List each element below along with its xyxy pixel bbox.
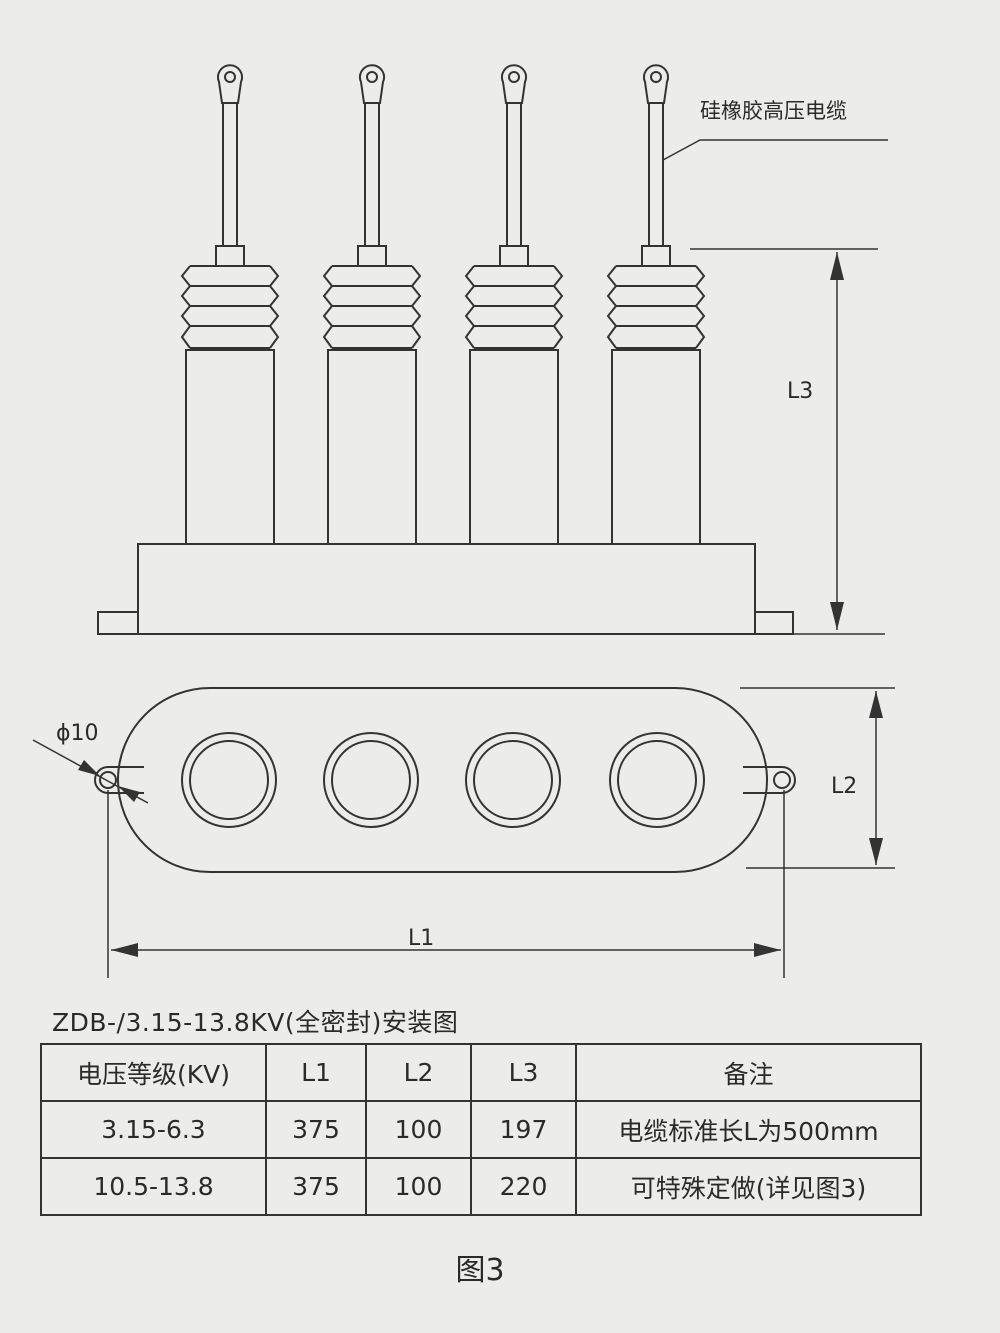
cell-l3: 197 (470, 1100, 577, 1159)
bushing-assemblies (180, 64, 706, 545)
table-row: 10.5-13.8 375 100 220 可特殊定做(详见图3) (40, 1157, 922, 1216)
cell-voltage: 10.5-13.8 (40, 1157, 267, 1216)
cell-l3: 220 (470, 1157, 577, 1216)
dimension-l2: L2 (740, 687, 895, 869)
dimension-l3: L3 (690, 248, 885, 635)
cell-l2: 100 (365, 1100, 472, 1159)
cell-voltage: 3.15-6.3 (40, 1100, 267, 1159)
cell-l1: 375 (265, 1157, 367, 1216)
header-l3: L3 (470, 1043, 577, 1102)
table-header-row: 电压等级(KV) L1 L2 L3 备注 (40, 1043, 922, 1102)
cable-leader-line (662, 139, 888, 161)
header-voltage: 电压等级(KV) (40, 1043, 267, 1102)
header-note: 备注 (575, 1043, 922, 1102)
spec-table: 电压等级(KV) L1 L2 L3 备注 3.15-6.3 375 100 19… (40, 1043, 922, 1216)
cell-l2: 100 (365, 1157, 472, 1216)
dimension-l1-label: L1 (408, 926, 434, 951)
bushing-assembly (180, 64, 280, 545)
dimension-l1: L1 (107, 790, 785, 978)
header-l1: L1 (265, 1043, 367, 1102)
figure-label: 图3 (455, 1253, 505, 1288)
bushing-assembly (322, 64, 422, 545)
cell-note: 可特殊定做(详见图3) (575, 1157, 922, 1216)
drawing-caption: ZDB-/3.15-13.8KV(全密封)安装图 (52, 1008, 459, 1037)
hole-label: ϕ10 (56, 721, 99, 746)
plan-view (94, 687, 796, 873)
dimension-l2-label: L2 (831, 774, 857, 799)
installation-drawing: 硅橡胶高压电缆 L3 ϕ10 L (32, 64, 895, 978)
hole-callout: ϕ10 (32, 721, 149, 804)
bushing-assembly (606, 64, 706, 545)
cell-l1: 375 (265, 1100, 367, 1159)
dimension-l3-label: L3 (787, 379, 813, 404)
base-block (97, 543, 794, 635)
table-row: 3.15-6.3 375 100 197 电缆标准长L为500mm (40, 1100, 922, 1159)
cable-label: 硅橡胶高压电缆 (700, 99, 847, 123)
header-l2: L2 (365, 1043, 472, 1102)
cell-note: 电缆标准长L为500mm (575, 1100, 922, 1159)
bushing-assembly (464, 64, 564, 545)
